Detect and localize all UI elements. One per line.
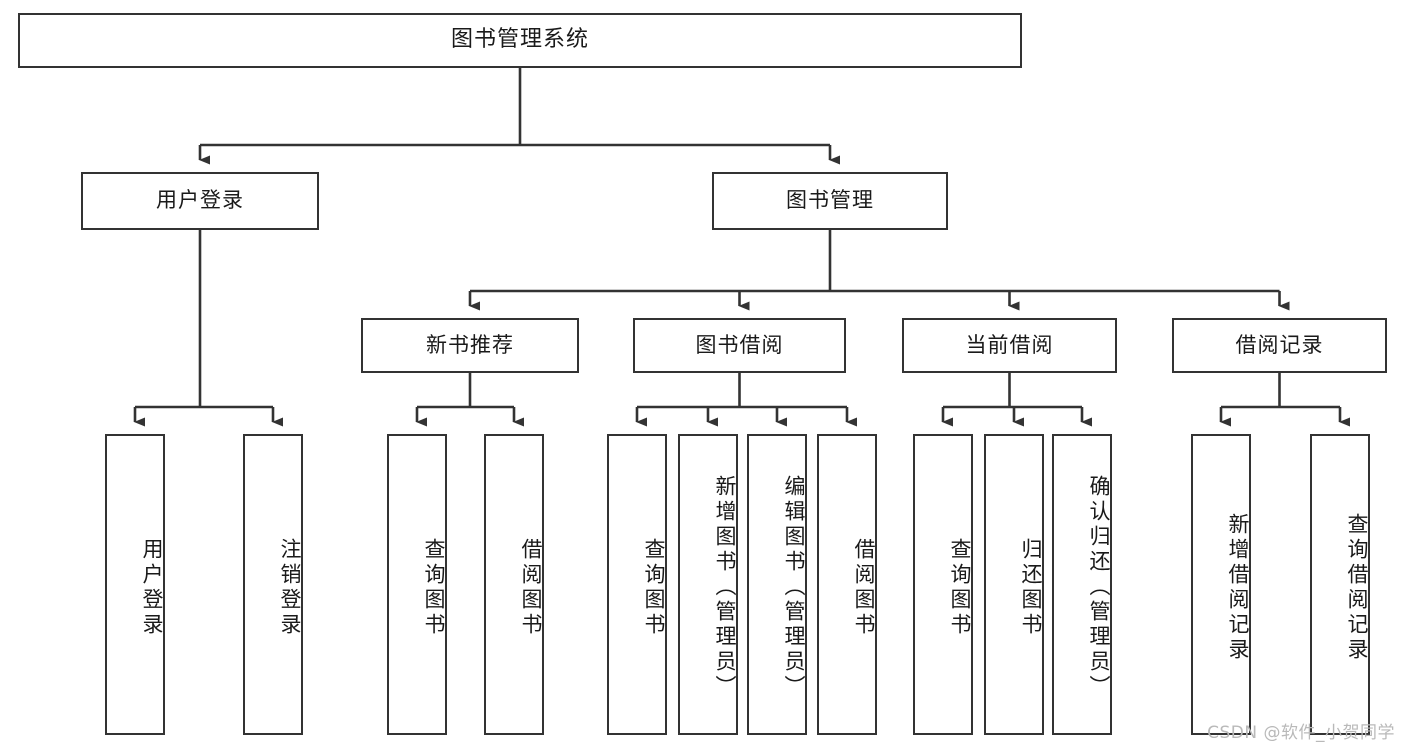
node-label: 用户登录 — [140, 537, 164, 638]
node-label: 当前借阅 — [965, 332, 1054, 357]
node-label: 借阅图书 — [519, 537, 543, 638]
node-label: 查询图书 — [422, 537, 446, 638]
node-label: 查询图书 — [948, 537, 972, 638]
node-label: 确认归还（管理员） — [1087, 475, 1111, 700]
node-label: 新书推荐 — [426, 332, 514, 357]
node-leaf-bb-query[interactable]: 查询图书 — [607, 434, 667, 735]
node-label: 图书管理 — [786, 188, 874, 213]
node-leaf-cb-query[interactable]: 查询图书 — [913, 434, 973, 735]
node-leaf-cb-confirm[interactable]: 确认归还（管理员） — [1052, 434, 1112, 735]
csdn-watermark: CSDN @软件_小贺同学 — [1207, 723, 1395, 743]
node-label: 借阅记录 — [1235, 332, 1324, 357]
node-leaf-bb-edit[interactable]: 编辑图书（管理员） — [747, 434, 807, 735]
node-leaf-bb-borrow[interactable]: 借阅图书 — [817, 434, 877, 735]
node-label: 图书管理系统 — [450, 27, 589, 53]
node-leaf-cb-return[interactable]: 归还图书 — [984, 434, 1044, 735]
node-label: 注销登录 — [278, 537, 302, 638]
node-user-login[interactable]: 用户登录 — [81, 172, 319, 230]
node-leaf-br-query[interactable]: 查询借阅记录 — [1310, 434, 1370, 735]
node-borrow-record[interactable]: 借阅记录 — [1172, 318, 1387, 373]
node-label: 用户登录 — [156, 188, 244, 213]
node-current-borrow[interactable]: 当前借阅 — [902, 318, 1117, 373]
node-label: 归还图书 — [1019, 537, 1043, 638]
node-label: 查询借阅记录 — [1345, 512, 1369, 663]
node-leaf-user-login[interactable]: 用户登录 — [105, 434, 165, 735]
node-book-manage[interactable]: 图书管理 — [712, 172, 948, 230]
node-leaf-bb-add[interactable]: 新增图书（管理员） — [678, 434, 738, 735]
node-leaf-rec-query[interactable]: 查询图书 — [387, 434, 447, 735]
node-leaf-logout[interactable]: 注销登录 — [243, 434, 303, 735]
node-label: 新增图书（管理员） — [713, 475, 737, 700]
node-leaf-br-add[interactable]: 新增借阅记录 — [1191, 434, 1251, 735]
node-new-book-rec[interactable]: 新书推荐 — [361, 318, 579, 373]
node-label: 查询图书 — [642, 537, 666, 638]
node-label: 编辑图书（管理员） — [782, 475, 806, 700]
node-label: 新增借阅记录 — [1226, 512, 1250, 663]
node-root[interactable]: 图书管理系统 — [18, 13, 1022, 68]
node-book-borrow[interactable]: 图书借阅 — [633, 318, 846, 373]
node-label: 图书借阅 — [695, 332, 784, 357]
node-label: 借阅图书 — [852, 537, 876, 638]
node-leaf-rec-borrow[interactable]: 借阅图书 — [484, 434, 544, 735]
